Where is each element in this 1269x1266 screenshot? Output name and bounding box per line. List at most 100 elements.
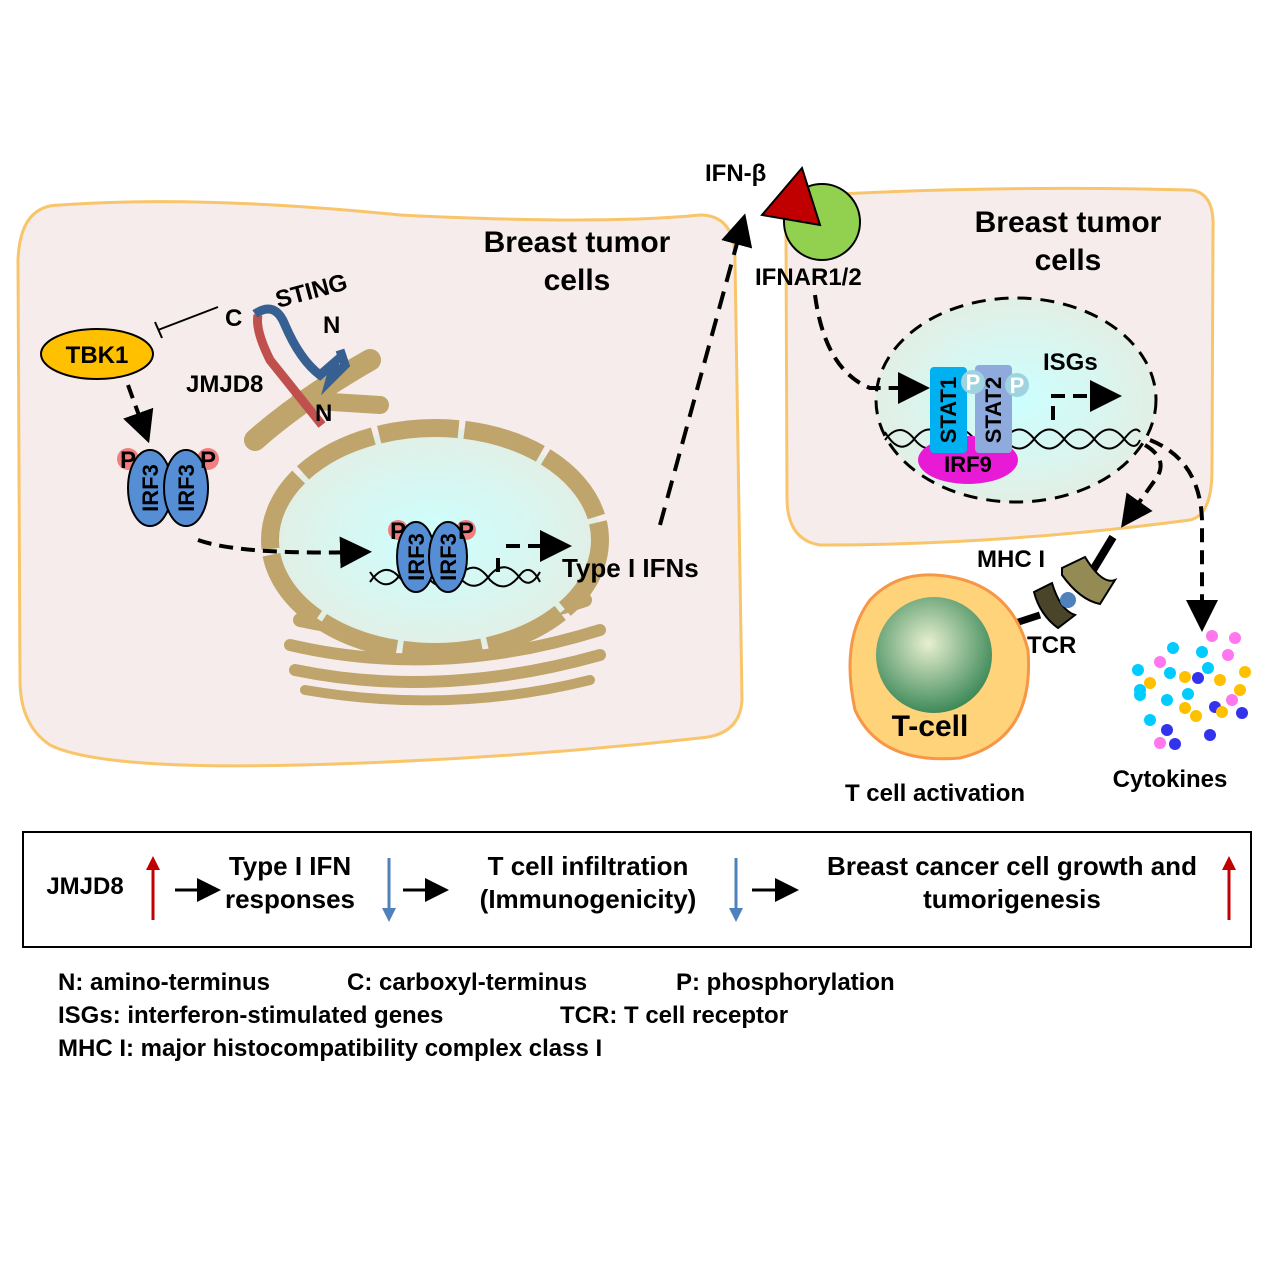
tcr-molecule	[1032, 581, 1078, 630]
sting-n-terminus-label: N	[323, 312, 340, 339]
summary-step3-line2: tumorigenesis	[923, 884, 1101, 914]
cytokine-dot	[1196, 646, 1208, 658]
isgf3-complex: STAT1 STAT2 IRF9 P P	[918, 365, 1029, 484]
phospho-label: P	[390, 518, 406, 545]
legend-p: P: phosphorylation	[676, 969, 895, 996]
phospho-label: P	[120, 447, 136, 474]
mhc-i-molecule	[1061, 555, 1118, 606]
t-cell-label: T-cell	[892, 710, 969, 743]
t-cell: T-cell	[848, 573, 1031, 761]
irf9-label: IRF9	[944, 452, 992, 477]
legend: N: amino-terminus C: carboxyl-terminus P…	[58, 969, 895, 1062]
cytokine-dot	[1182, 688, 1194, 700]
ifn-secretion-arrow	[658, 213, 753, 526]
jmjd8-protein	[253, 314, 326, 428]
summary-step1-line1: Type I IFN	[229, 851, 351, 881]
cytokine-dot	[1161, 694, 1173, 706]
up-arrow-icon-head	[1222, 856, 1236, 870]
summary-box: JMJD8 Type I IFN responses T cell infilt…	[22, 831, 1252, 948]
cytokine-dot	[1239, 666, 1251, 678]
phospho-label: P	[966, 370, 981, 395]
t-cell-activation-label: T cell activation	[845, 780, 1025, 807]
tbk1-label: TBK1	[66, 342, 129, 369]
right-cell-title-line2: cells	[1035, 244, 1102, 277]
tcr-label: TCR	[1027, 632, 1076, 659]
cytokine-dot	[1134, 684, 1146, 696]
cytokine-dot	[1179, 671, 1191, 683]
transcription-arrow	[496, 546, 560, 572]
cytokine-dot	[1167, 642, 1179, 654]
isg-transcription-arrow	[1051, 380, 1122, 420]
cytokine-dot	[1206, 630, 1218, 642]
stat2-label: STAT2	[981, 377, 1006, 443]
ifnar-label: IFNAR1/2	[755, 264, 862, 291]
cytokines-label: Cytokines	[1113, 766, 1228, 793]
cytokine-dot	[1202, 662, 1214, 674]
cytokine-arrow	[1149, 438, 1218, 632]
cytokine-dot	[1226, 694, 1238, 706]
legend-n: N: amino-terminus	[58, 969, 270, 996]
jmjd8-n-terminus-label: N	[315, 400, 332, 427]
sting-protein	[252, 304, 351, 396]
cytokine-dots	[1132, 630, 1251, 750]
down-arrow-icon-head	[382, 908, 396, 922]
mhc-i-label: MHC I	[977, 546, 1045, 573]
antigen-peptide	[1060, 592, 1076, 608]
irf3-label: IRF3	[404, 533, 429, 581]
down-arrow-icon-head	[729, 908, 743, 922]
phospho-label: P	[200, 447, 216, 474]
legend-isgs: ISGs: interferon-stimulated genes	[58, 1002, 443, 1029]
cytokine-dot	[1179, 702, 1191, 714]
ifn-beta-label: IFN-β	[705, 160, 766, 187]
inhibition-line	[154, 306, 219, 339]
summary-step3-line1: Breast cancer cell growth and	[827, 851, 1197, 881]
cytokine-dot	[1222, 649, 1234, 661]
cytokine-dot	[1164, 667, 1176, 679]
tbk1: TBK1	[40, 328, 154, 380]
isgs-label: ISGs	[1043, 349, 1098, 376]
irf3-dimer-nucleus: IRF3 IRF3 P P	[388, 518, 476, 593]
irf3-label: IRF3	[138, 464, 163, 512]
right-nucleus	[874, 296, 1158, 504]
tbk1-to-irf3-arrow	[123, 384, 154, 444]
cytokine-dot	[1214, 674, 1226, 686]
cytokine-dot	[1169, 738, 1181, 750]
phospho-label: P	[458, 518, 474, 545]
cytokine-dot	[1190, 710, 1202, 722]
irf3-label: IRF3	[436, 533, 461, 581]
legend-c: C: carboxyl-terminus	[347, 969, 587, 996]
cytokine-dot	[1236, 707, 1248, 719]
c-terminus-label: C	[225, 305, 242, 332]
mhc-arrow	[1121, 443, 1163, 528]
up-arrow-icon-head	[146, 856, 160, 870]
jmjd8-label: JMJD8	[186, 371, 263, 398]
legend-tcr: TCR: T cell receptor	[560, 1002, 788, 1029]
phospho-label: P	[1010, 373, 1025, 398]
cytokine-dot	[1154, 737, 1166, 749]
irf3-label: IRF3	[174, 464, 199, 512]
left-cell-title-line1: Breast tumor	[484, 226, 671, 259]
left-cell-title-line2: cells	[544, 264, 611, 297]
ifn-beta-ligand	[760, 165, 822, 227]
cytokine-dot	[1234, 684, 1246, 696]
cytokine-dot	[1161, 724, 1173, 736]
summary-jmjd8: JMJD8	[46, 873, 123, 900]
cytokine-dot	[1229, 632, 1241, 644]
cytokine-dot	[1132, 664, 1144, 676]
cytokine-dot	[1144, 677, 1156, 689]
summary-step1-line2: responses	[225, 884, 355, 914]
cytokine-dot	[1154, 656, 1166, 668]
cytokine-dot	[1192, 672, 1204, 684]
cytokine-dot	[1204, 729, 1216, 741]
legend-mhc: MHC I: major histocompatibility complex …	[58, 1035, 602, 1062]
mhc-stalk	[1089, 534, 1117, 573]
right-cell-title-line1: Breast tumor	[975, 206, 1162, 239]
irf3-dimer-cytoplasm: IRF3 IRF3 P P	[117, 447, 219, 527]
summary-step2-line1: T cell infiltration	[488, 851, 689, 881]
stat1-label: STAT1	[936, 377, 961, 443]
cytokine-dot	[1144, 714, 1156, 726]
summary-step2-line2: (Immunogenicity)	[480, 884, 697, 914]
irf3-translocation-arrow	[197, 536, 372, 569]
